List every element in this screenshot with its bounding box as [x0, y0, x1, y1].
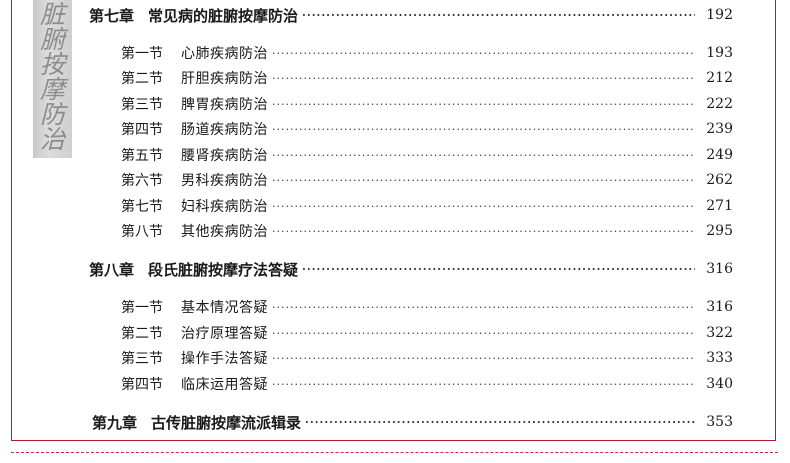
page-number: 295 [706, 223, 733, 239]
page-number: 316 [706, 299, 733, 315]
dot-leader: ········································… [272, 149, 695, 162]
chapter-title: 古传脏腑按摩流派辑录 [151, 413, 302, 432]
section-number: 第四节 [121, 377, 163, 393]
page-number: 333 [706, 350, 733, 366]
page-number: 271 [706, 198, 733, 214]
section-number: 第五节 [121, 148, 163, 164]
dot-leader: ········································… [272, 174, 695, 187]
dot-leader: ········································… [272, 378, 695, 391]
page-number: 249 [706, 147, 733, 163]
dot-leader: ········································… [272, 225, 695, 238]
section-title: 脾胃疾病防治 [181, 97, 268, 113]
side-calligraphy-strip: 脏 腑 按 摩 防 治 [33, 0, 72, 158]
toc-section[interactable]: 第二节 治疗原理答疑 ······························… [121, 322, 733, 344]
toc-section[interactable]: 第一节 基本情况答疑 ······························… [121, 296, 733, 318]
section-title: 临床运用答疑 [181, 377, 268, 393]
page-number: 262 [706, 172, 733, 188]
page-frame [11, 0, 776, 441]
section-title: 男科疾病防治 [181, 173, 268, 189]
section-title: 妇科疾病防治 [181, 199, 268, 215]
section-number: 第六节 [121, 173, 163, 189]
toc-chapter-7[interactable]: 第七章常见病的脏腑按摩防治 ··························… [89, 4, 733, 26]
toc-section[interactable]: 第八节 其他疾病防治 ······························… [121, 220, 733, 242]
toc-chapter-9[interactable]: 第九章古传脏腑按摩流派辑录 ··························… [92, 411, 733, 433]
toc-section[interactable]: 第六节 男科疾病防治 ······························… [121, 169, 733, 191]
section-title: 其他疾病防治 [181, 224, 268, 240]
chapter-label: 第九章古传脏腑按摩流派辑录 [92, 412, 301, 433]
toc-chapter-8[interactable]: 第八章段氏脏腑按摩疗法答疑 ··························… [89, 258, 733, 280]
section-number: 第一节 [121, 46, 163, 62]
section-number: 第三节 [121, 351, 163, 367]
chapter-title: 段氏脏腑按摩疗法答疑 [148, 260, 299, 279]
page-number: 193 [706, 45, 733, 61]
section-title: 肝胆疾病防治 [181, 71, 268, 87]
dot-leader: ········································… [272, 352, 695, 365]
section-title: 治疗原理答疑 [181, 326, 268, 342]
dot-leader: ········································… [302, 263, 695, 276]
dot-leader: ········································… [272, 123, 695, 136]
dot-leader: ········································… [305, 416, 695, 429]
page-number: 192 [706, 7, 733, 23]
side-glyph: 按 [39, 50, 65, 79]
toc-section[interactable]: 第五节 腰肾疾病防治 ······························… [121, 144, 733, 166]
dot-leader: ········································… [272, 301, 695, 314]
side-glyph: 腑 [39, 25, 65, 54]
section-number: 第一节 [121, 300, 163, 316]
chapter-label: 第八章段氏脏腑按摩疗法答疑 [89, 259, 298, 280]
chapter-number: 第九章 [92, 413, 138, 432]
toc-section[interactable]: 第四节 临床运用答疑 ······························… [121, 373, 733, 395]
section-title: 操作手法答疑 [181, 351, 268, 367]
section-number: 第七节 [121, 199, 163, 215]
section-number: 第三节 [121, 97, 163, 113]
section-title: 肠道疾病防治 [181, 122, 268, 138]
toc-section[interactable]: 第七节 妇科疾病防治 ······························… [121, 195, 733, 217]
page-number: 212 [706, 70, 733, 86]
dashed-divider [11, 452, 778, 453]
dot-leader: ········································… [272, 327, 695, 340]
side-glyph: 摩 [39, 75, 65, 104]
dot-leader: ········································… [272, 47, 695, 60]
section-number: 第二节 [121, 326, 163, 342]
dot-leader: ········································… [302, 9, 695, 22]
page-number: 222 [706, 96, 733, 112]
section-title: 基本情况答疑 [181, 300, 268, 316]
dot-leader: ········································… [272, 72, 695, 85]
toc-section[interactable]: 第三节 脾胃疾病防治 ······························… [121, 93, 733, 115]
dot-leader: ········································… [272, 200, 695, 213]
chapter-label: 第七章常见病的脏腑按摩防治 [89, 5, 298, 26]
side-glyph: 治 [39, 125, 65, 154]
toc-section[interactable]: 第二节 肝胆疾病防治 ······························… [121, 67, 733, 89]
page-number: 239 [706, 121, 733, 137]
dot-leader: ········································… [272, 98, 695, 111]
side-glyph: 防 [39, 100, 65, 129]
page-number: 353 [706, 414, 733, 430]
toc-section[interactable]: 第三节 操作手法答疑 ······························… [121, 347, 733, 369]
page-number: 316 [706, 261, 733, 277]
side-glyph: 脏 [39, 0, 65, 29]
page-number: 322 [706, 325, 733, 341]
chapter-number: 第七章 [89, 6, 135, 25]
toc-section[interactable]: 第一节 心肺疾病防治 ······························… [121, 42, 733, 64]
toc-section[interactable]: 第四节 肠道疾病防治 ······························… [121, 118, 733, 140]
section-number: 第二节 [121, 71, 163, 87]
section-title: 心肺疾病防治 [181, 46, 268, 62]
page-number: 340 [706, 376, 733, 392]
section-number: 第八节 [121, 224, 163, 240]
section-title: 腰肾疾病防治 [181, 148, 268, 164]
section-number: 第四节 [121, 122, 163, 138]
chapter-title: 常见病的脏腑按摩防治 [148, 6, 299, 25]
chapter-number: 第八章 [89, 260, 135, 279]
